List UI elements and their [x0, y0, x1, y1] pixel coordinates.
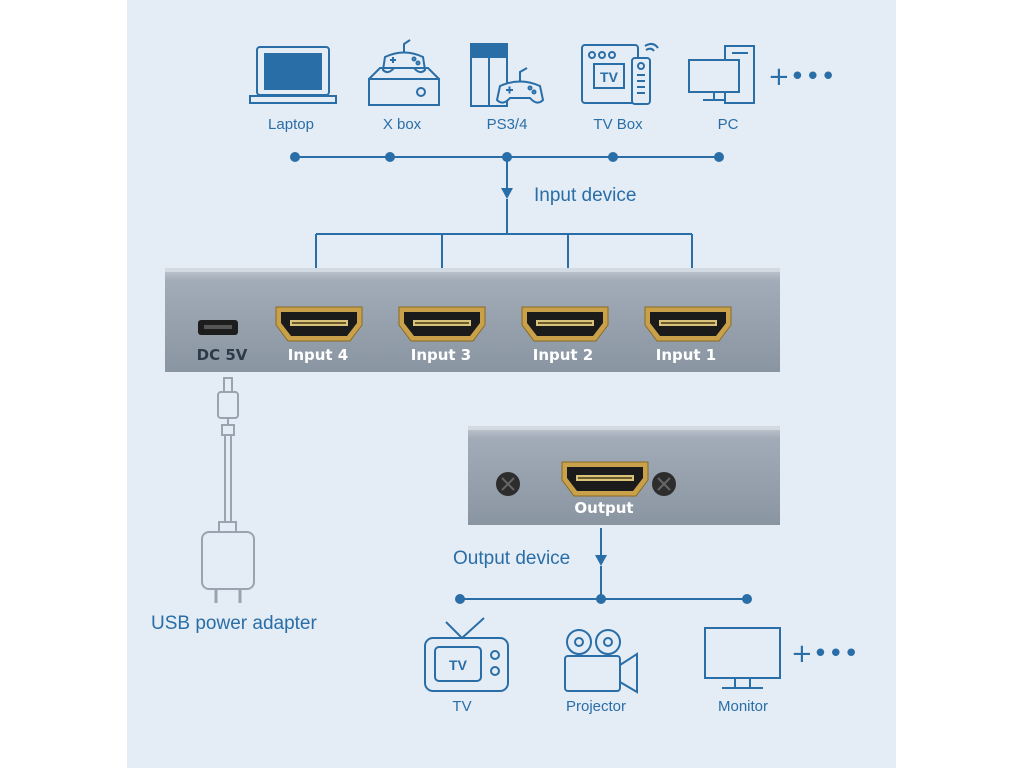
device-label-tv-box: TV Box [593, 116, 643, 133]
desktop-pc-icon [688, 45, 755, 104]
hdmi-input-4-port [275, 306, 363, 342]
output-label: Output [574, 499, 634, 517]
laptop-icon [249, 46, 337, 104]
hdmi-switch [165, 268, 780, 372]
game-console-icon [368, 39, 440, 106]
output-bus [455, 528, 752, 604]
tv-screen-text: TV [449, 657, 468, 673]
diagram-panel [127, 0, 896, 768]
more-input-devices: +••• [768, 62, 836, 92]
hdmi-input-3-port [398, 306, 486, 342]
input-4-label: Input 4 [287, 346, 349, 364]
input-3-label: Input 3 [410, 346, 472, 364]
device-label-ps: PS3/4 [486, 116, 528, 133]
device-label-monitor: Monitor [717, 698, 769, 715]
projector-icon [564, 629, 638, 694]
output-device-caption: Output device [453, 548, 571, 569]
dc-5v-label: DC 5V [196, 346, 248, 364]
input-2-label: Input 2 [532, 346, 594, 364]
monitor-icon [704, 627, 781, 689]
device-label-projector: Projector [565, 698, 627, 715]
usb-power-adapter-caption: USB power adapter [151, 613, 317, 634]
device-label-tv: TV [452, 698, 472, 715]
hdmi-input-1-port [644, 306, 732, 342]
hdmi-input-2-port [521, 306, 609, 342]
hdmi-switch-output-side [468, 426, 780, 525]
more-output-devices: +••• [791, 639, 859, 669]
tv-icon [424, 617, 509, 692]
input-device-caption: Input device [534, 185, 637, 206]
input-1-label: Input 1 [655, 346, 717, 364]
hdmi-output-port [561, 461, 649, 497]
usb-power-adapter-icon [201, 377, 255, 603]
tv-box-icon [581, 42, 659, 105]
tv-box-screen-text: TV [600, 69, 619, 85]
device-label-pc: PC [717, 116, 739, 133]
ps-console-icon [470, 43, 545, 107]
device-label-xbox: X box [382, 116, 422, 133]
device-label-laptop: Laptop [268, 116, 314, 133]
